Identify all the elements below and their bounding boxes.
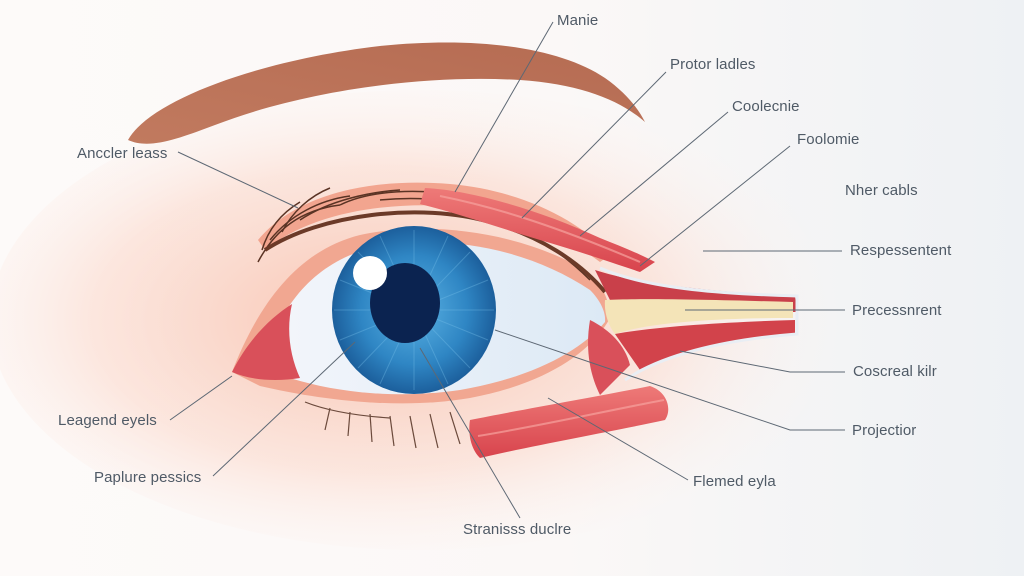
tendon-lower [615,320,795,370]
pupil [370,263,440,343]
lateral-muscle [588,320,630,395]
label-anccler-leass: Anccler leass [77,145,168,162]
lower-muscle-stripe [477,399,665,437]
label-manie: Manie [557,12,599,29]
label-stranisss-duclre: Stranisss duclre [463,521,572,538]
label-protor-ladles: Protor ladles [670,56,756,73]
label-coscreal-kilr: Coscreal kilr [853,363,937,380]
upper-muscle [420,188,655,272]
tendon-core [604,299,793,334]
lower-muscle [469,386,669,458]
leader-lines [169,21,845,519]
tendon-outline [599,266,799,382]
label-projectior: Projectior [852,422,917,439]
eyebrow [128,42,645,144]
caruncle [232,304,300,380]
label-precessnrent: Precessnrent [852,302,942,319]
label-flemed-eyla: Flemed eyla [693,473,776,490]
label-nher-cabls: Nher cabls [845,182,918,199]
label-leagend-eyels: Leagend eyels [58,412,157,429]
eye-highlight [353,256,387,290]
label-foolomie: Foolomie [797,131,860,148]
label-respessentent: Respessentent [850,242,952,259]
label-paplure-pessics: Paplure pessics [94,469,202,486]
upper-muscle-stripe [439,195,641,263]
label-coolecnie: Coolecnie [732,98,800,115]
lower-eyelashes [304,401,461,449]
